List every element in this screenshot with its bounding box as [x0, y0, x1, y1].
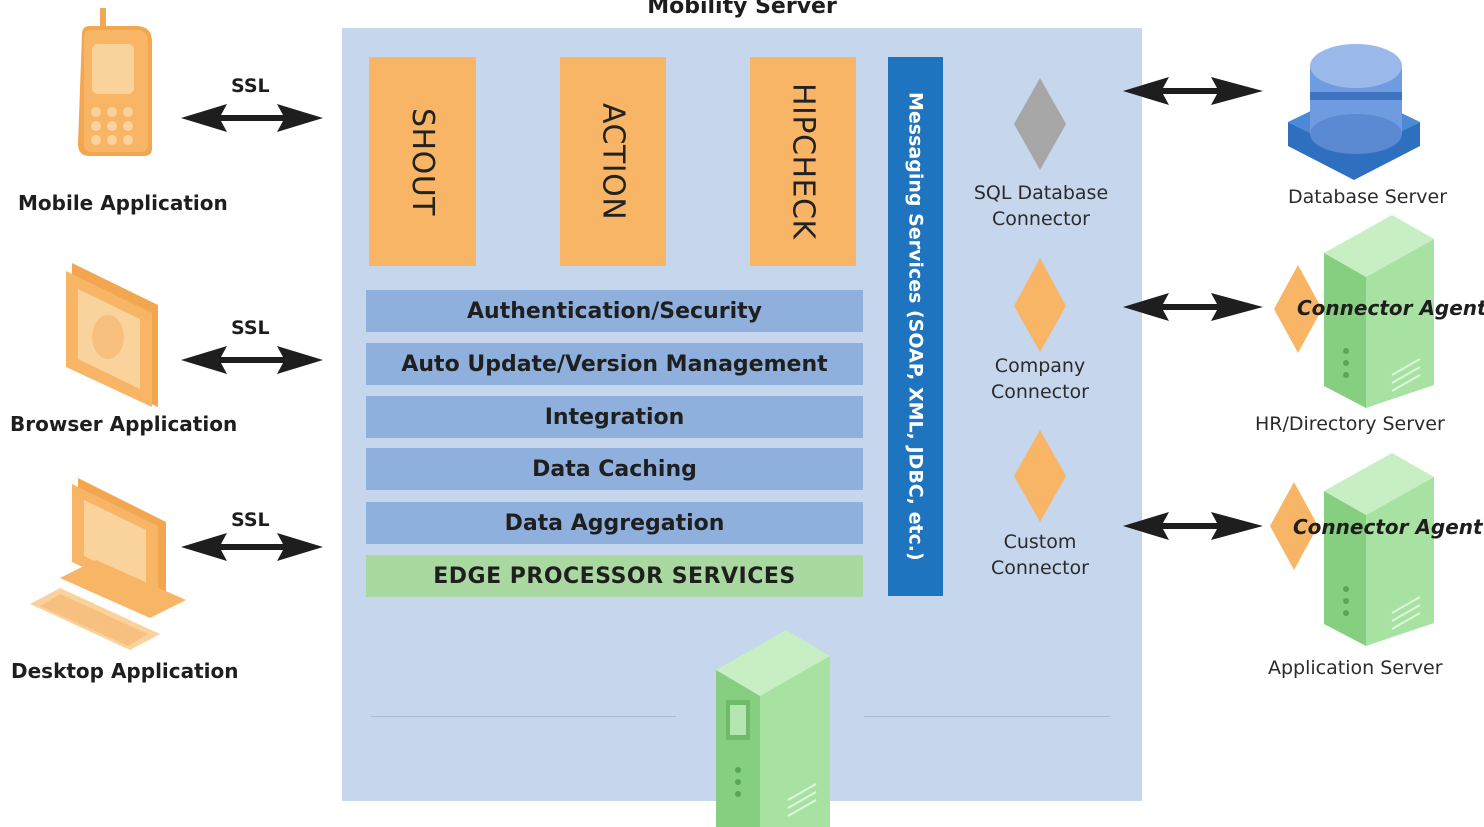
- layer-data-aggregation: Data Aggregation: [366, 502, 863, 544]
- browser-window-icon: [66, 263, 158, 407]
- layer-edge-processor: EDGE PROCESSOR SERVICES: [366, 555, 863, 597]
- sql-connector-diamond-icon: [1014, 78, 1066, 170]
- connector-line1: Company: [994, 355, 1086, 377]
- module-label: HIPCHECK: [785, 83, 821, 240]
- server-tower-icon: [1324, 215, 1434, 408]
- module-action: ACTION: [560, 57, 666, 266]
- database-server-label: Database Server: [1288, 186, 1448, 208]
- connector-agent-diamond-icon: [1274, 265, 1322, 353]
- module-label: SHOUT: [405, 107, 440, 216]
- module-shout: SHOUT: [369, 57, 476, 266]
- connector-line1: SQL Database: [973, 182, 1109, 204]
- layer-data-caching: Data Caching: [366, 448, 863, 490]
- connector-line2: Connector: [991, 381, 1089, 403]
- messaging-services-label: Messaging Services (SOAP, XML, JDBC, etc…: [904, 92, 927, 561]
- connector-agent-label-hr: Connector Agent: [1297, 296, 1484, 320]
- ssl-label-mobile: SSL: [231, 75, 270, 97]
- application-server-label: Application Server: [1268, 657, 1443, 679]
- connector-line2: Connector: [991, 557, 1089, 579]
- panel-divider-left: [371, 716, 676, 717]
- connector-line1: Custom: [1003, 531, 1077, 553]
- ssl-label-browser: SSL: [231, 317, 270, 339]
- module-hipcheck: HIPCHECK: [750, 57, 856, 266]
- mobile-application-label: Mobile Application: [18, 191, 228, 215]
- company-connector-diamond-icon: [1014, 258, 1066, 352]
- double-arrow-icon: [181, 104, 323, 132]
- layer-integration: Integration: [366, 396, 863, 438]
- server-tower-icon: [1324, 453, 1434, 646]
- connector-line2: Connector: [992, 208, 1090, 230]
- messaging-services-bar: Messaging Services (SOAP, XML, JDBC, etc…: [888, 57, 943, 596]
- desktop-computer-icon: [30, 478, 186, 650]
- panel-divider-right: [864, 716, 1110, 717]
- double-arrow-icon: [1123, 77, 1263, 105]
- desktop-application-label: Desktop Application: [11, 659, 239, 683]
- hr-directory-server-label: HR/Directory Server: [1255, 413, 1445, 435]
- database-icon: [1288, 44, 1420, 180]
- double-arrow-icon: [181, 346, 323, 374]
- sql-database-connector-label: SQL Database Connector: [960, 180, 1122, 232]
- custom-connector-label: Custom Connector: [960, 529, 1120, 581]
- layer-authentication: Authentication/Security: [366, 290, 863, 332]
- connector-agent-label-app: Connector Agent: [1293, 515, 1483, 539]
- double-arrow-icon: [181, 533, 323, 561]
- custom-connector-diamond-icon: [1014, 430, 1066, 522]
- mobile-phone-icon: [78, 8, 152, 156]
- server-tower-icon: [716, 630, 830, 827]
- company-connector-label: Company Connector: [960, 353, 1120, 405]
- diagram-title: Mobility Server: [647, 0, 837, 19]
- module-label: ACTION: [595, 102, 631, 221]
- ssl-label-desktop: SSL: [231, 509, 270, 531]
- browser-application-label: Browser Application: [10, 412, 238, 436]
- double-arrow-icon: [1123, 293, 1263, 321]
- layer-auto-update: Auto Update/Version Management: [366, 343, 863, 385]
- connector-agent-diamond-icon: [1270, 482, 1318, 570]
- double-arrow-icon: [1123, 512, 1263, 540]
